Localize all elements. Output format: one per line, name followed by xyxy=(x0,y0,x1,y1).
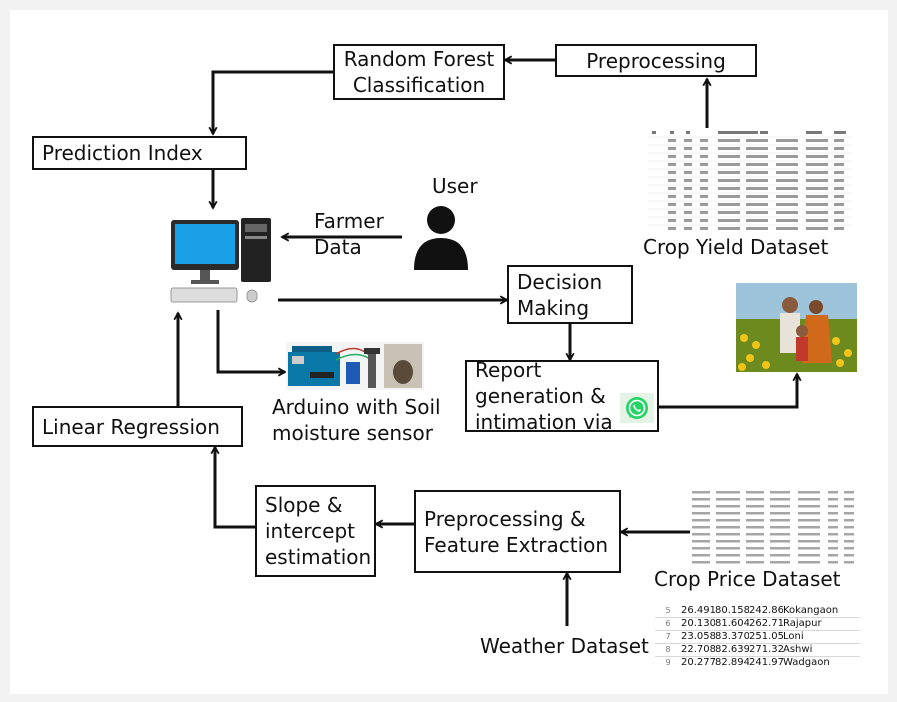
arduino-label: Arduino with Soil moisture sensor xyxy=(272,395,441,445)
slope-intercept-label: Slope & intercept estimation xyxy=(265,493,372,569)
report-generation-label: Report generation & intimation via xyxy=(475,358,613,434)
preprocessing-top-label: Preprocessing xyxy=(586,48,726,73)
weather-dataset-table: 526.4910980.15836242.8640Kokangaon 620.1… xyxy=(655,605,860,667)
preprocessing-feature-label: Preprocessing & Feature Extraction xyxy=(424,506,609,557)
decision-making-label: Decision Making xyxy=(517,269,603,320)
random-forest-box: Random Forest Classification xyxy=(333,44,505,100)
arrow-slope-to-lr xyxy=(215,447,256,529)
table-row: 620.1301781.60487262.7173Rajapur xyxy=(655,618,860,631)
preprocessing-top-box: Preprocessing xyxy=(555,44,757,77)
arduino-icon xyxy=(286,342,424,390)
user-icon xyxy=(402,196,480,276)
computer-icon xyxy=(157,210,277,310)
prediction-index-box: Prediction Index xyxy=(32,136,247,170)
report-generation-box: Report generation & intimation via xyxy=(465,358,659,434)
weather-dataset-label: Weather Dataset xyxy=(480,634,649,658)
table-row: 920.2777482.89406241.9741Wadgaon xyxy=(655,657,860,667)
crop-price-dataset-thumbnail xyxy=(690,489,858,569)
table-row: 822.7088882.63941271.3248Ashwi xyxy=(655,644,860,657)
random-forest-label: Random Forest Classification xyxy=(343,47,495,97)
prediction-index-label: Prediction Index xyxy=(42,141,203,165)
preprocessing-feature-box: Preprocessing & Feature Extraction xyxy=(414,490,621,573)
farmers-photo xyxy=(736,283,857,372)
slope-intercept-box: Slope & intercept estimation xyxy=(255,485,376,577)
whatsapp-icon xyxy=(620,393,654,423)
linear-regression-box: Linear Regression xyxy=(32,406,243,447)
decision-making-box: Decision Making xyxy=(507,265,633,324)
crop-yield-dataset-thumbnail xyxy=(648,128,853,236)
arrow-report-to-farmers xyxy=(659,374,797,409)
crop-yield-dataset-label: Crop Yield Dataset xyxy=(643,235,829,259)
table-row: 526.4910980.15836242.8640Kokangaon xyxy=(655,605,860,618)
crop-price-dataset-label: Crop Price Dataset xyxy=(654,567,841,591)
arrow-computer-to-arduino xyxy=(216,310,285,372)
linear-regression-label: Linear Regression xyxy=(42,414,220,439)
arrow-rf-to-prediction xyxy=(213,70,334,134)
farmer-data-label: Farmer Data xyxy=(314,209,384,259)
table-row: 723.0580483.37011251.0549Loni xyxy=(655,631,860,644)
user-label: User xyxy=(432,174,478,198)
